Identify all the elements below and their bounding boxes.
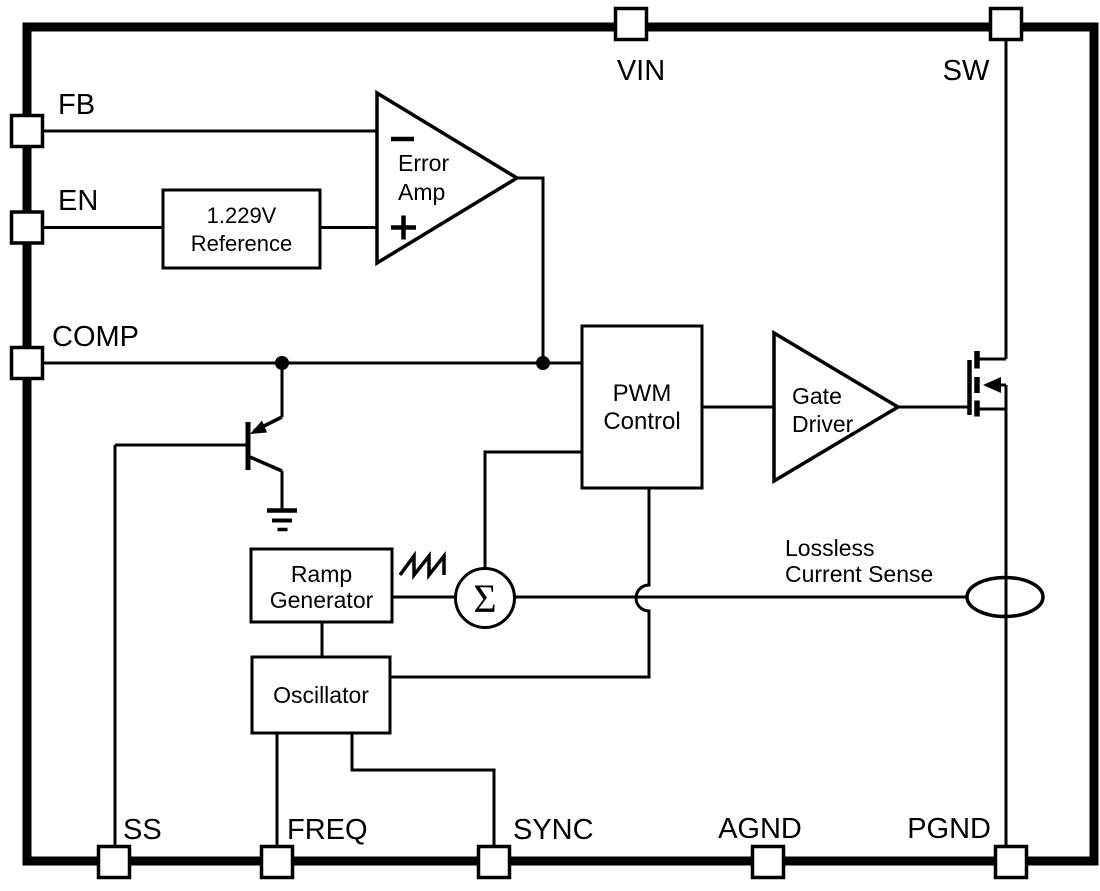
ground-icon <box>267 508 297 532</box>
reference-label-line2: Reference <box>191 231 293 256</box>
mosfet-icon <box>967 351 1008 417</box>
ramp-generator-block: Ramp Generator <box>249 547 394 624</box>
pin-comp-label: COMP <box>52 321 139 353</box>
current-sense-ellipse <box>965 575 1045 619</box>
junction-dot-comp-bjt <box>275 356 289 370</box>
summing-junction: Σ <box>454 567 516 629</box>
wires <box>42 39 1008 847</box>
pin-fb <box>9 113 45 149</box>
bjt-transistor-icon <box>245 415 284 509</box>
ramp-generator-box <box>249 547 394 624</box>
pin-sw <box>988 6 1024 42</box>
pin-agnd-label: AGND <box>718 813 802 845</box>
error-amp-label-line2: Amp <box>398 179 445 205</box>
error-amp-block: Error Amp <box>375 89 521 267</box>
pin-en <box>9 210 45 245</box>
pin-freq <box>259 844 295 880</box>
ramp-generator-label-line1: Ramp <box>291 561 352 587</box>
current-sense-label-line2: Current Sense <box>785 561 933 587</box>
mosfet-body-arrow <box>983 377 1001 393</box>
pins: VIN SW FB EN COMP SS FREQ SYNC AGND PGND <box>9 6 1029 880</box>
pin-ss <box>96 844 132 880</box>
wire-summer-to-pwm <box>483 450 582 569</box>
pin-pgnd-label: PGND <box>907 813 991 845</box>
sigma-symbol: Σ <box>473 576 496 621</box>
pin-fb-label: FB <box>58 89 95 121</box>
oscillator-label: Oscillator <box>273 682 369 708</box>
pin-ss-label: SS <box>123 814 162 846</box>
oscillator-box <box>250 655 392 735</box>
chip-outline <box>22 22 1099 866</box>
pin-pgnd <box>993 844 1029 880</box>
reference-label-line1: 1.229V <box>207 203 277 228</box>
ramp-generator-label-line2: Generator <box>270 587 374 613</box>
pwm-control-box <box>580 324 704 490</box>
gate-driver-label-line1: Gate <box>792 383 842 409</box>
pin-vin <box>613 6 649 42</box>
reference-block: 1.229V Reference <box>161 188 322 270</box>
error-amp-label-line1: Error <box>398 150 449 176</box>
pin-en-label: EN <box>58 185 98 217</box>
reference-box <box>161 188 322 270</box>
oscillator-block: Oscillator <box>250 655 392 735</box>
bjt-collector-line <box>249 455 283 473</box>
gate-driver-label-line2: Driver <box>792 411 854 437</box>
bjt-emitter-arrow <box>250 420 267 434</box>
pin-sync-label: SYNC <box>513 814 594 846</box>
error-amp-triangle <box>375 89 521 267</box>
pin-agnd <box>750 844 786 880</box>
gate-driver-triangle <box>772 329 902 485</box>
pin-comp <box>9 345 45 381</box>
wire-oscillator-to-pwm-with-hop <box>390 488 651 679</box>
pwm-control-label-line2: Control <box>603 408 680 435</box>
pwm-control-block: PWM Control <box>580 324 704 490</box>
wire-oscillator-to-sync <box>350 733 496 847</box>
pin-sw-label: SW <box>943 55 990 87</box>
junction-dot-ea-comp <box>536 356 550 370</box>
summing-junction-circle <box>454 567 516 629</box>
plus-icon <box>391 215 416 240</box>
pin-freq-label: FREQ <box>287 814 368 846</box>
pin-vin-label: VIN <box>617 55 665 87</box>
pin-sync <box>476 844 512 880</box>
gate-driver-block: Gate Driver <box>772 329 902 485</box>
wire-error-amp-output <box>517 176 545 363</box>
sawtooth-icon <box>398 550 446 581</box>
current-sense-label-line1: Lossless <box>785 535 874 561</box>
current-sense: Lossless Current Sense <box>785 535 1045 619</box>
pwm-control-label-line1: PWM <box>613 380 672 407</box>
